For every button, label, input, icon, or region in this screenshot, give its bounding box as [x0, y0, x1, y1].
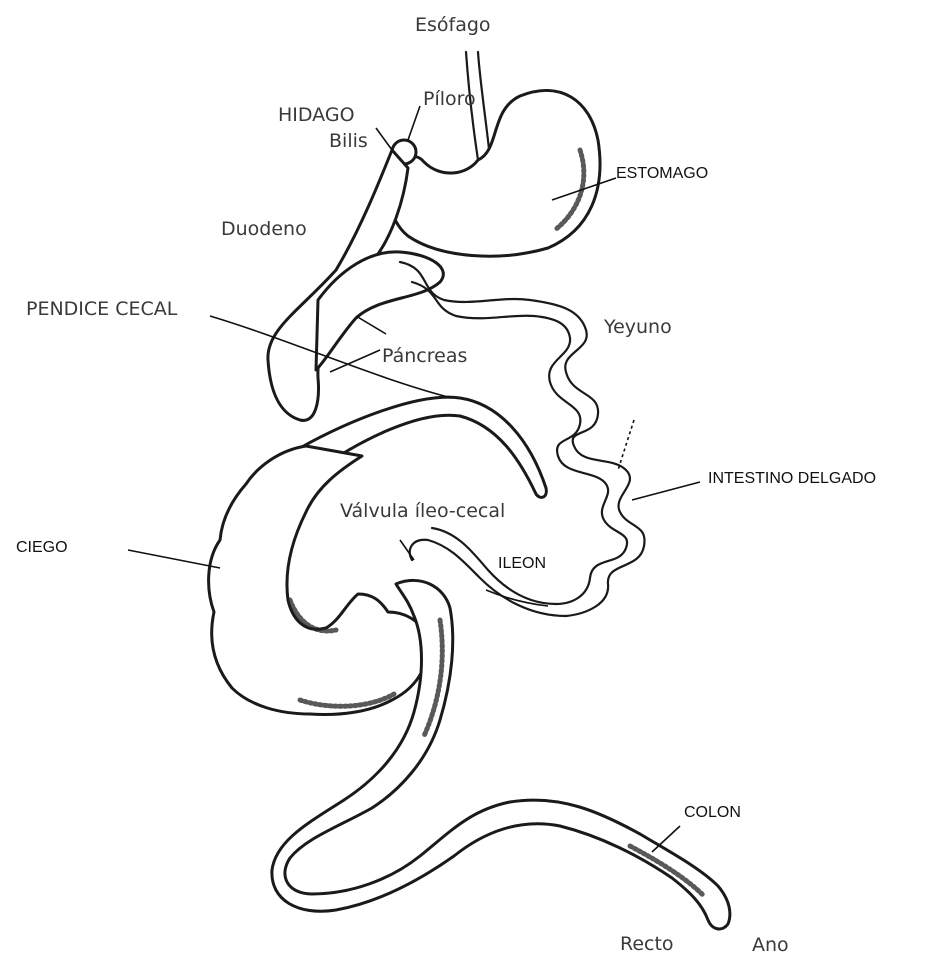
label-ano: Ano: [752, 934, 789, 956]
label-pendice-cecal: PENDICE CECAL: [26, 298, 177, 320]
leader-ciego: [128, 550, 220, 568]
label-intestino-delgado: INTESTINO DELGADO: [708, 470, 876, 488]
label-duodeno: Duodeno: [221, 218, 307, 240]
leader-intestino: [632, 482, 700, 500]
label-hidago: HIDAGO: [278, 104, 355, 126]
label-bilis: Bilis: [329, 130, 368, 152]
label-piloro: Píloro: [423, 88, 476, 110]
stomach-shape: [389, 90, 600, 256]
label-estomago: ESTOMAGO: [616, 165, 708, 183]
leader-bilis: [376, 128, 392, 150]
cecum-shape: [209, 446, 428, 714]
leader-valvula: [400, 540, 414, 560]
label-pancreas: Páncreas: [382, 345, 467, 367]
leader-piloro: [408, 106, 420, 140]
label-yeyuno: Yeyuno: [604, 316, 672, 338]
label-ciego: CIEGO: [16, 539, 68, 557]
leader-pancreas-2: [356, 316, 386, 334]
label-valvula: Válvula íleo-cecal: [340, 500, 505, 522]
label-ileon: ILEON: [498, 555, 546, 573]
label-esofago: Esófago: [415, 14, 491, 36]
label-colon: COLON: [684, 804, 741, 822]
appendix-shape: [300, 397, 546, 497]
label-recto: Recto: [620, 933, 674, 955]
